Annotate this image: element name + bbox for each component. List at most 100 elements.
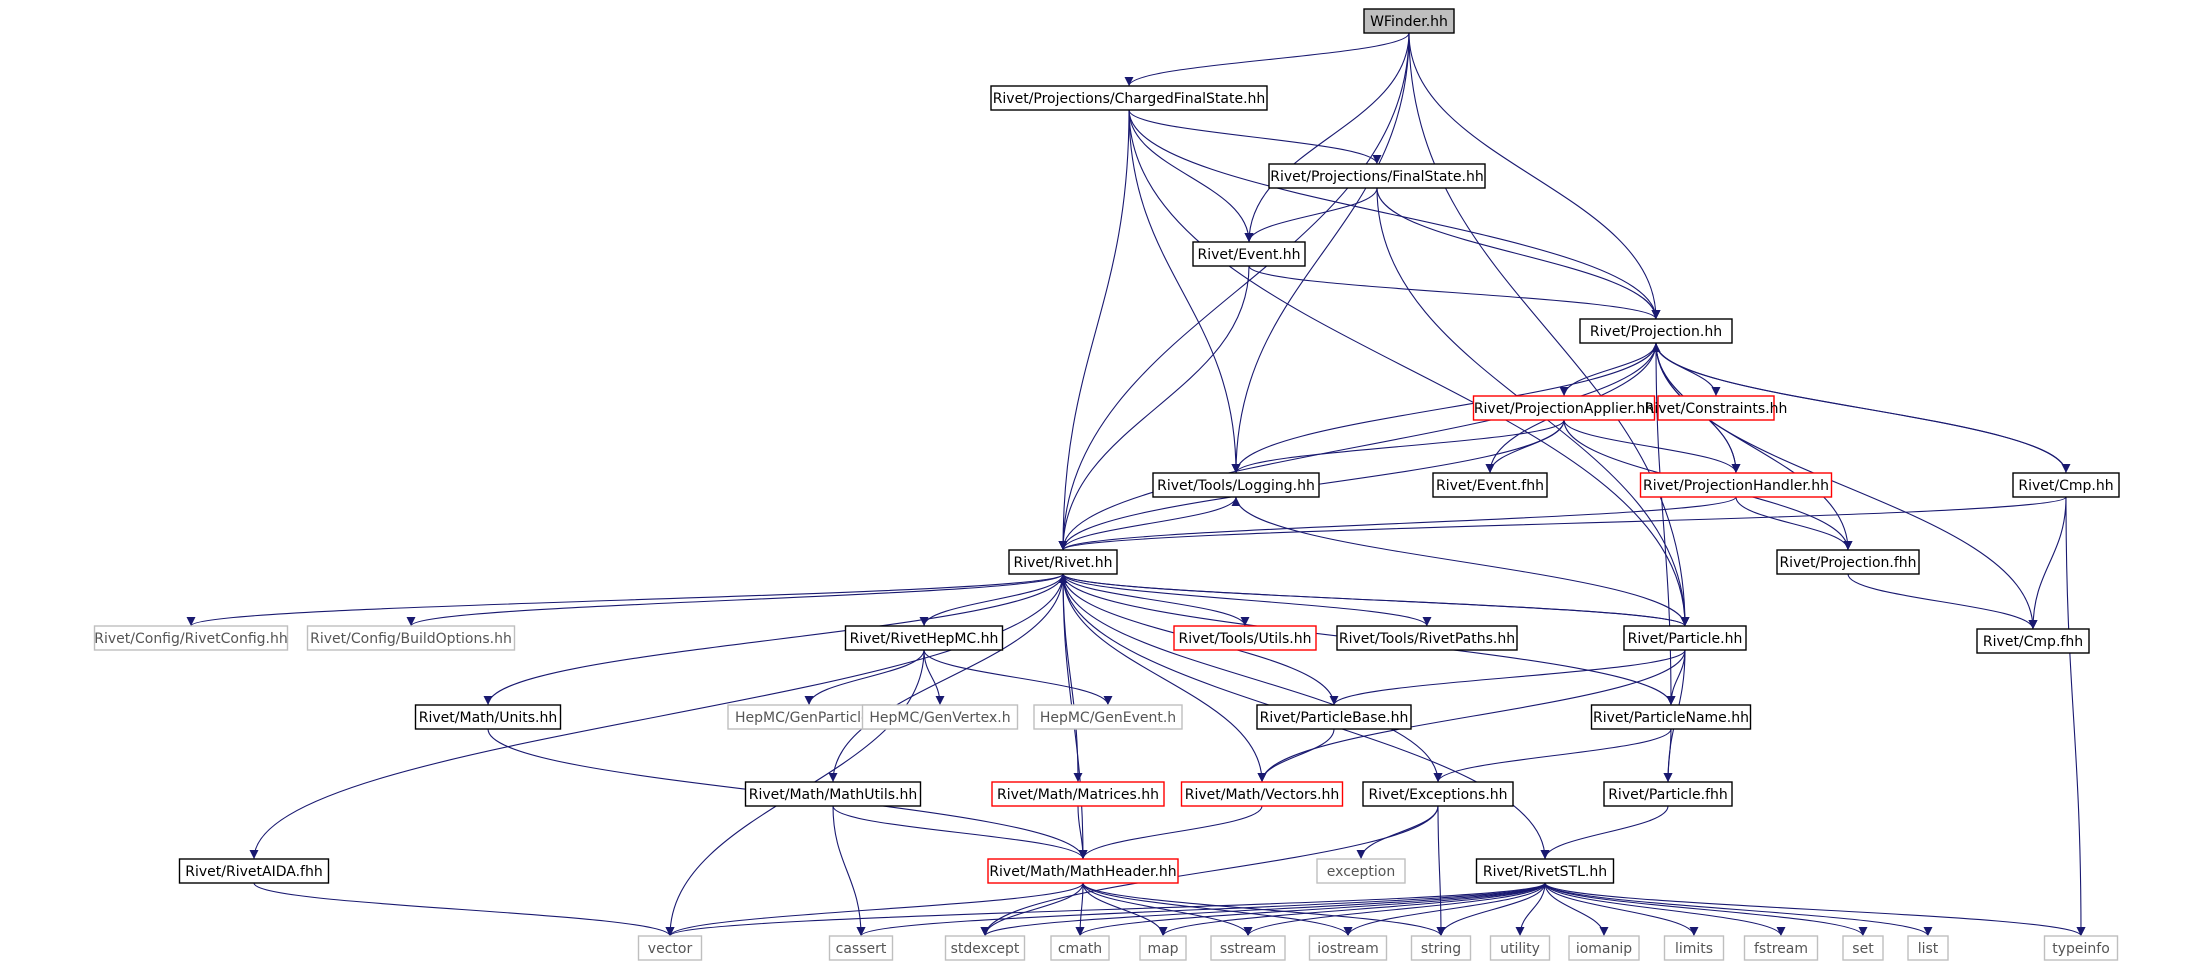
node-projfhh[interactable]: Rivet/Projection.fhh <box>1776 549 1920 575</box>
node-cmpfhh[interactable]: Rivet/Cmp.fhh <box>1976 628 2090 654</box>
node-box-rivet <box>1008 549 1118 575</box>
node-label-set: set <box>1852 941 1874 957</box>
node-box-wfinder <box>1363 8 1455 34</box>
node-units[interactable]: Rivet/Math/Units.hh <box>414 704 562 730</box>
node-vectors[interactable]: Rivet/Math/Vectors.hh <box>1180 781 1344 807</box>
node-box-sstream <box>1210 935 1286 961</box>
node-matrices[interactable]: Rivet/Math/Matrices.hh <box>991 781 1165 807</box>
node-aida[interactable]: Rivet/RivetAIDA.fhh <box>178 858 330 884</box>
edge-particle-to-particlename <box>1666 649 1686 706</box>
edge-particle-to-logging <box>1231 496 1686 627</box>
node-label-chargedfs: Rivet/Projections/ChargedFinalState.hh <box>993 91 1266 107</box>
edge-event-to-rivet <box>1058 265 1250 551</box>
node-cmp[interactable]: Rivet/Cmp.hh <box>2012 472 2120 498</box>
node-particlebase[interactable]: Rivet/ParticleBase.hh <box>1256 704 1412 730</box>
edge-mathheader-to-cmath <box>1075 882 1085 937</box>
node-label-event: Rivet/Event.hh <box>1197 247 1300 263</box>
node-projhandler[interactable]: Rivet/ProjectionHandler.hh <box>1639 472 1833 498</box>
node-mathheader[interactable]: Rivet/Math/MathHeader.hh <box>987 858 1179 884</box>
node-box-fstream <box>1743 935 1819 961</box>
node-stdexcept: stdexcept <box>944 935 1026 961</box>
edge-projection-to-constraints <box>1655 342 1721 397</box>
node-vector: vector <box>637 935 703 961</box>
edge-rivethepmc-to-genparticle <box>804 649 925 706</box>
node-utils[interactable]: Rivet/Tools/Utils.hh <box>1173 625 1317 651</box>
edge-rivet-to-matrices <box>1062 573 1083 783</box>
edge-projection-to-cmpfhh <box>1655 342 2038 630</box>
edge-exceptions-to-exception <box>1356 805 1439 860</box>
edge-rivetstl-to-iostream <box>1343 882 1546 937</box>
node-label-typeinfo: typeinfo <box>2052 941 2110 957</box>
node-box-stdexcept <box>944 935 1026 961</box>
node-label-rivetstl: Rivet/RivetSTL.hh <box>1483 864 1607 880</box>
edge-rivetstl-to-vector <box>665 882 1546 937</box>
node-label-finalstate: Rivet/Projections/FinalState.hh <box>1270 169 1483 185</box>
edge-particlename-to-particlefhh <box>1663 728 1673 783</box>
edge-rivet-to-rivetpaths <box>1062 573 1432 627</box>
node-box-exceptions <box>1362 781 1514 807</box>
node-iomanip: iomanip <box>1568 935 1640 961</box>
node-box-constraints <box>1657 395 1775 421</box>
node-label-list: list <box>1918 941 1939 957</box>
node-rivet[interactable]: Rivet/Rivet.hh <box>1008 549 1118 575</box>
edge-event-to-projection <box>1248 265 1661 320</box>
node-box-cmath <box>1050 935 1110 961</box>
edge-chargedfs-to-event <box>1128 109 1254 243</box>
node-exceptions[interactable]: Rivet/Exceptions.hh <box>1362 781 1514 807</box>
edge-rivetstl-to-typeinfo <box>1544 882 2086 937</box>
node-box-cassert <box>828 935 894 961</box>
node-box-utility <box>1489 935 1551 961</box>
node-particle[interactable]: Rivet/Particle.hh <box>1623 625 1747 651</box>
node-projapplier[interactable]: Rivet/ProjectionApplier.hh <box>1472 395 1656 421</box>
node-particlename[interactable]: Rivet/ParticleName.hh <box>1590 704 1752 730</box>
edge-rivetstl-to-utility <box>1515 882 1546 937</box>
node-label-stdexcept: stdexcept <box>951 941 1020 957</box>
edge-rivet-to-rivetconfig <box>186 573 1064 627</box>
node-rivetpaths[interactable]: Rivet/Tools/RivetPaths.hh <box>1336 625 1518 651</box>
node-projection[interactable]: Rivet/Projection.hh <box>1579 318 1733 344</box>
node-label-particlename: Rivet/ParticleName.hh <box>1593 710 1749 726</box>
node-event[interactable]: Rivet/Event.hh <box>1192 241 1306 267</box>
node-exception: exception <box>1316 858 1406 884</box>
node-box-set <box>1842 935 1884 961</box>
edge-projhandler-to-projfhh <box>1735 496 1853 551</box>
node-box-particlefhh <box>1603 781 1733 807</box>
edge-projapplier-to-logging <box>1231 419 1565 474</box>
node-logging[interactable]: Rivet/Tools/Logging.hh <box>1152 472 1320 498</box>
node-eventfhh[interactable]: Rivet/Event.fhh <box>1432 472 1548 498</box>
node-layer: WFinder.hhRivet/Projections/ChargedFinal… <box>93 8 2120 961</box>
node-box-typeinfo <box>2043 935 2119 961</box>
edge-exceptions-to-stdexcept <box>980 805 1439 937</box>
edge-wfinder-to-event <box>1244 32 1410 243</box>
node-label-particlebase: Rivet/ParticleBase.hh <box>1260 710 1409 726</box>
node-label-exception: exception <box>1327 864 1395 880</box>
node-label-eventfhh: Rivet/Event.fhh <box>1436 478 1544 494</box>
node-genevent: HepMC/GenEvent.h <box>1033 704 1183 730</box>
node-label-iostream: iostream <box>1317 941 1379 957</box>
edge-projection-to-logging <box>1231 342 1657 474</box>
node-chargedfs[interactable]: Rivet/Projections/ChargedFinalState.hh <box>990 85 1268 111</box>
node-box-matrices <box>991 781 1165 807</box>
edge-rivetstl-to-string <box>1436 882 1546 937</box>
node-box-genvertex <box>861 704 1019 730</box>
edge-rivetstl-to-map <box>1158 882 1546 937</box>
edge-aida-to-vector <box>253 882 675 937</box>
node-label-cmpfhh: Rivet/Cmp.fhh <box>1983 634 2083 650</box>
node-box-map <box>1139 935 1187 961</box>
node-finalstate[interactable]: Rivet/Projections/FinalState.hh <box>1268 163 1486 189</box>
node-constraints[interactable]: Rivet/Constraints.hh <box>1645 395 1788 421</box>
node-rivetstl[interactable]: Rivet/RivetSTL.hh <box>1475 858 1615 884</box>
edge-rivet-to-exceptions <box>1062 573 1443 783</box>
node-rivethepmc[interactable]: Rivet/RivetHepMC.hh <box>844 625 1004 651</box>
node-label-fstream: fstream <box>1754 941 1808 957</box>
node-box-genevent <box>1033 704 1183 730</box>
edge-layer <box>186 32 2086 937</box>
node-iostream: iostream <box>1308 935 1388 961</box>
node-particlefhh[interactable]: Rivet/Particle.fhh <box>1603 781 1733 807</box>
node-label-rivetconfig: Rivet/Config/RivetConfig.hh <box>94 631 287 647</box>
node-wfinder[interactable]: WFinder.hh <box>1363 8 1455 34</box>
node-mathutils[interactable]: Rivet/Math/MathUtils.hh <box>744 781 922 807</box>
node-box-utils <box>1173 625 1317 651</box>
node-rivetconfig: Rivet/Config/RivetConfig.hh <box>93 625 289 651</box>
node-string: string <box>1410 935 1472 961</box>
